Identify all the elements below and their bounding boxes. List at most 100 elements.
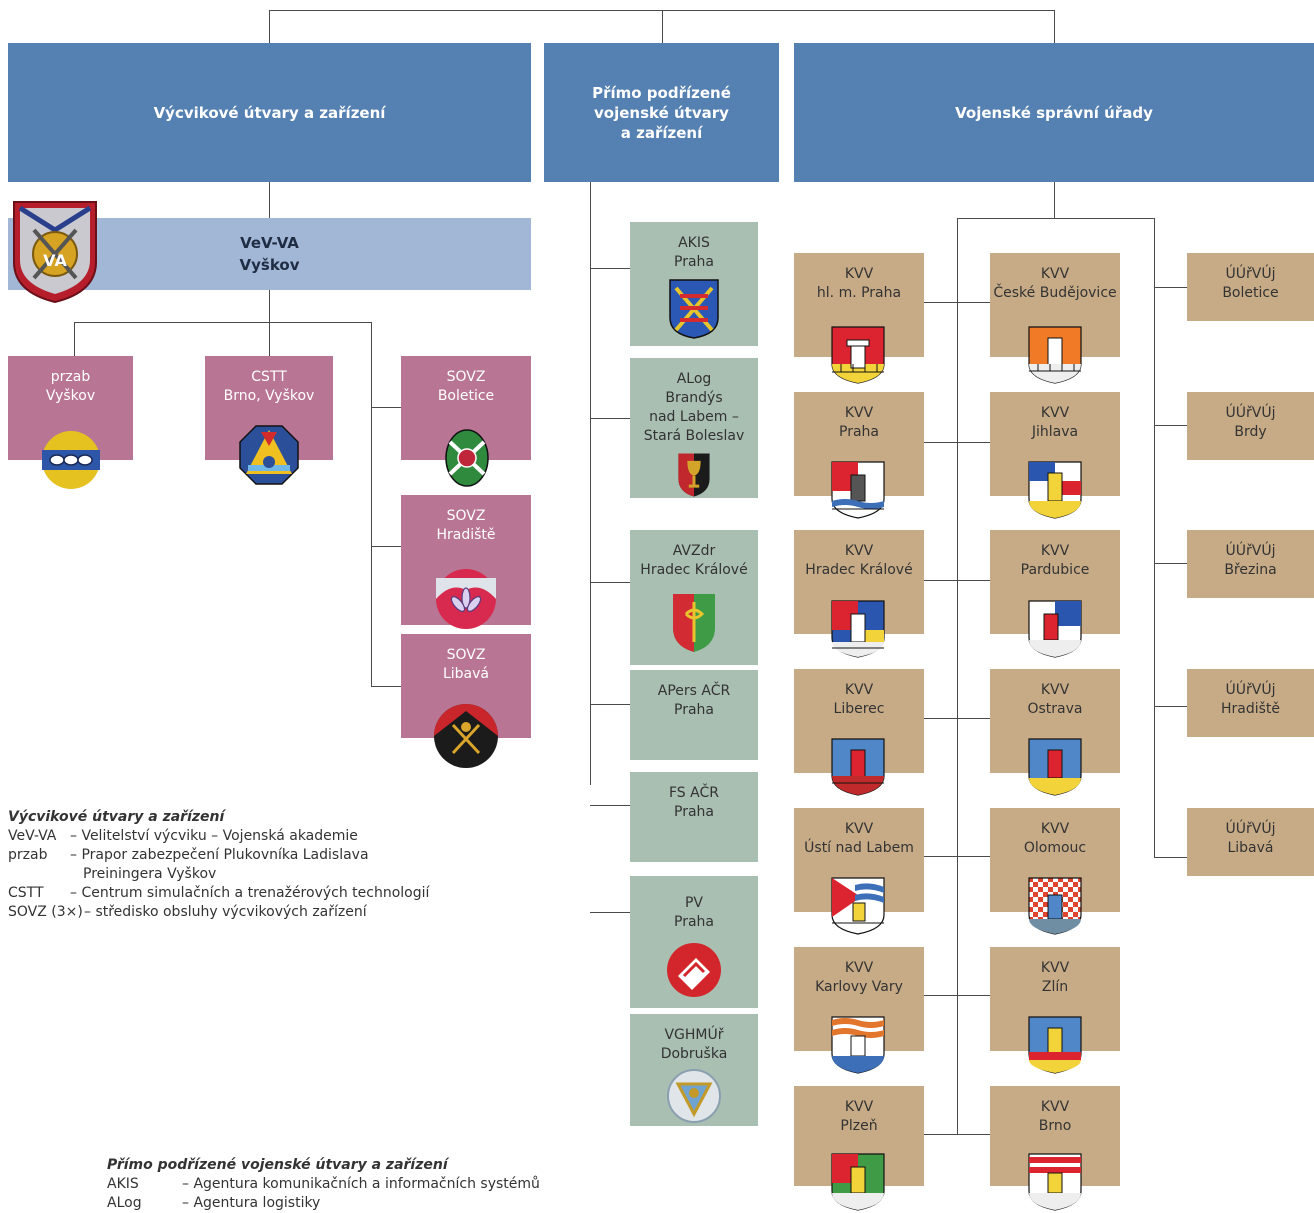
connector-line: [1154, 425, 1187, 426]
vghmur-emblem-icon: [667, 1069, 721, 1123]
connector-line: [74, 322, 75, 356]
connector-line: [371, 546, 401, 547]
legend-title: Přímo podřízené vojenské útvary a zaříze…: [107, 1157, 448, 1173]
connector-line: [1154, 857, 1187, 858]
uurvuj-label: ÚÚřVÚj: [1225, 266, 1276, 282]
connector-line: [662, 10, 663, 43]
connector-line: [957, 218, 1154, 219]
kvv-region: Ostrava: [1027, 701, 1083, 717]
kvv-region: Ústí nad Labem: [804, 840, 914, 856]
unit-label: SOVZ: [446, 647, 486, 663]
kvv-label: KVV: [1040, 543, 1070, 559]
sovz-hradiste-emblem-icon: [435, 568, 497, 630]
connector-line: [1154, 706, 1187, 707]
unit-label: AKIS: [678, 235, 710, 251]
legend-def: – Agentura logistiky: [182, 1195, 321, 1211]
legend-row: AKIS– Agentura komunikačních a informačn…: [107, 1175, 627, 1194]
kvv-label: KVV: [1040, 821, 1070, 837]
connector-line: [371, 686, 401, 687]
unit-city: Hradec Králové: [640, 562, 748, 578]
header-admin: Vojenské správní úřady: [794, 43, 1314, 182]
legend-def: – Prapor zabezpečení Plukovníka Ladislav…: [70, 847, 369, 863]
unit-city: nad Labem –: [649, 409, 739, 425]
legend-abbr: SOVZ (3×): [8, 904, 83, 920]
connector-line: [590, 912, 630, 913]
uurvuj-brdy: ÚÚřVÚj Brdy: [1187, 392, 1314, 460]
unit-label: FS AČR: [669, 785, 719, 801]
legend-row: Preiningera Vyškov: [8, 865, 568, 884]
connector-line: [269, 290, 270, 322]
legend-training: Výcvikové útvary a zařízení VeV-VA– Veli…: [8, 808, 568, 922]
kvv-region: Pardubice: [1020, 562, 1090, 578]
legend-abbr: AKIS: [107, 1176, 139, 1192]
kvv-label: KVV: [844, 1099, 874, 1115]
unit-label: SOVZ: [446, 508, 486, 524]
akis-emblem-icon: [669, 279, 719, 339]
kvv-liberec-emblem-icon: [831, 738, 885, 796]
connector-line: [590, 704, 630, 705]
connector-line: [1154, 287, 1187, 288]
kvv-label: KVV: [1040, 960, 1070, 976]
kvv-olomouc: KVV Olomouc: [990, 808, 1120, 912]
unit-city: Brandýs: [665, 390, 723, 406]
legend-def: Preiningera Vyškov: [83, 866, 217, 882]
kvv-region: hl. m. Praha: [816, 285, 902, 301]
pv-emblem-icon: [667, 943, 721, 997]
unit-fs: FS AČR Praha: [630, 772, 758, 862]
unit-apers: APers AČR Praha: [630, 670, 758, 760]
legend-row: SOVZ (3×)– středisko obsluhy výcvikových…: [8, 903, 568, 922]
unit-alog: ALog Brandýs nad Labem – Stará Boleslav: [630, 358, 758, 498]
unit-city: Vyškov: [45, 388, 96, 404]
kvv-label: KVV: [1040, 682, 1070, 698]
unit-vghmur: VGHMÚř Dobruška: [630, 1014, 758, 1126]
connector-line: [590, 582, 630, 583]
legend-row: przab– Prapor zabezpečení Plukovníka Lad…: [8, 846, 568, 865]
connector-line: [590, 268, 630, 269]
avzdr-emblem-icon: [673, 594, 715, 652]
kvv-label: KVV: [1040, 405, 1070, 421]
kvv-label: KVV: [844, 821, 874, 837]
uurvuj-region: Březina: [1224, 562, 1277, 578]
connector-line: [590, 418, 630, 419]
unit-label: SOVZ: [446, 369, 486, 385]
legend-row: CSTT– Centrum simulačních a trenažérovýc…: [8, 884, 568, 903]
kvv-label: KVV: [844, 682, 874, 698]
legend-row: ALog – Agentura logistiky: [107, 1194, 627, 1213]
uurvuj-region: Brdy: [1234, 424, 1267, 440]
connector-line: [924, 1134, 990, 1135]
uurvuj-label: ÚÚřVÚj: [1225, 682, 1276, 698]
uurvuj-boletice: ÚÚřVÚj Boletice: [1187, 253, 1314, 321]
connector-line: [957, 218, 958, 1134]
sovz-boletice-emblem-icon: [444, 428, 490, 488]
connector-line: [924, 580, 990, 581]
vev-va-title: VeV-VA: [240, 234, 299, 252]
unit-label: AVZdr: [672, 543, 716, 559]
kvv-label: KVV: [844, 543, 874, 559]
kvv-plzen-emblem-icon: [831, 1153, 885, 1211]
unit-city: Praha: [674, 804, 714, 820]
kvv-karlovy-vary-emblem-icon: [831, 1016, 885, 1074]
kvv-pardubice-emblem-icon: [1028, 600, 1082, 658]
unit-label: przab: [50, 369, 91, 385]
header-direct: Přímo podřízené vojenské útvary a zaříze…: [544, 43, 779, 182]
uurvuj-libava: ÚÚřVÚj Libavá: [1187, 808, 1314, 876]
header-training: Výcvikové útvary a zařízení: [8, 43, 531, 182]
unit-city: Brno, Vyškov: [223, 388, 315, 404]
uurvuj-label: ÚÚřVÚj: [1225, 543, 1276, 559]
kvv-ostrava-emblem-icon: [1028, 738, 1082, 796]
unit-sovz-hradiste: SOVZ Hradiště: [401, 495, 531, 625]
kvv-region: Olomouc: [1023, 840, 1087, 856]
legend-abbr: ALog: [107, 1195, 142, 1211]
uurvuj-region: Boletice: [1222, 285, 1279, 301]
kvv-jihlava-emblem-icon: [1028, 461, 1082, 519]
connector-line: [924, 856, 990, 857]
unit-akis: AKIS Praha: [630, 222, 758, 346]
connector-line: [269, 10, 270, 43]
alog-emblem-icon: [678, 453, 710, 497]
unit-label: VGHMÚř: [664, 1027, 724, 1043]
vev-va-emblem-icon: VA: [12, 200, 98, 304]
unit-avzdr: AVZdr Hradec Králové: [630, 530, 758, 665]
kvv-ceske-budejovice-emblem-icon: [1028, 326, 1082, 384]
legend-abbr: [8, 865, 83, 884]
cstt-emblem-icon: [238, 424, 300, 486]
